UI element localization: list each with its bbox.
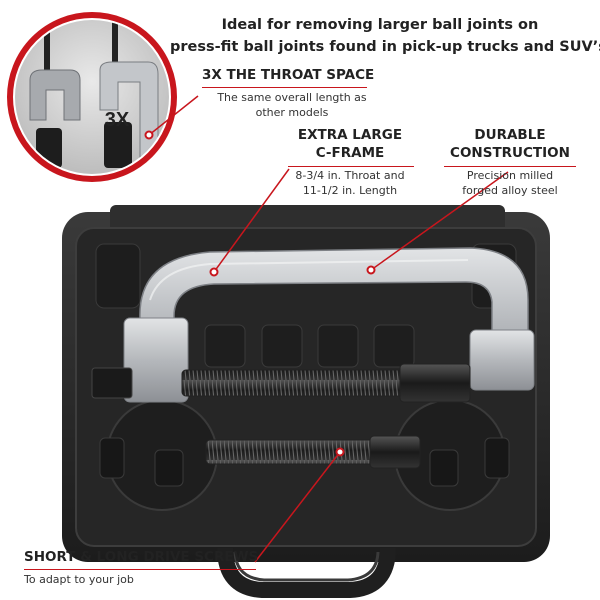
callout-throat: 3X THE THROAT SPACE The same overall len… (202, 66, 382, 120)
callout-cframe: EXTRA LARGE C-FRAME 8-3/4 in. Throat and… (280, 126, 420, 198)
callout-screws-desc: To adapt to your job (24, 573, 134, 586)
callout-throat-title: 3X THE THROAT SPACE (202, 67, 375, 83)
callout-durable-rule (444, 166, 576, 167)
carrying-case (62, 205, 550, 598)
callout-throat-rule (202, 87, 367, 88)
callout-throat-desc-1: The same overall length as (217, 91, 367, 104)
callout-durable: DURABLE CONSTRUCTION Precision milled fo… (440, 126, 580, 198)
callout-cframe-desc-1: 8-3/4 in. Throat and (295, 169, 405, 182)
short-drive-screw (205, 435, 421, 469)
callout-cframe-title-1: EXTRA LARGE (297, 127, 403, 143)
callout-screws: SHORT & LONG DRIVE SCREWS To adapt to yo… (24, 548, 274, 587)
callout-durable-desc-2: forged alloy steel (462, 184, 558, 197)
callout-screws-rule (24, 569, 256, 570)
callout-dots (144, 130, 376, 457)
callout-cframe-desc-2: 11-1/2 in. Length (302, 184, 398, 197)
callout-durable-title-2: CONSTRUCTION (450, 145, 570, 161)
headline-line-2: press-fit ball joints found in pick-up t… (170, 39, 600, 55)
headline-line-1: Ideal for removing larger ball joints on (221, 17, 539, 33)
headline: Ideal for removing larger ball joints on… (170, 14, 600, 58)
c-frame (123, 247, 535, 403)
callout-screws-title: SHORT & LONG DRIVE SCREWS (24, 549, 259, 565)
inset-badge: 3X (105, 109, 130, 131)
callout-throat-desc-2: other models (255, 106, 329, 119)
long-drive-screw (91, 363, 471, 403)
callout-leaders (148, 95, 509, 563)
callout-durable-title-1: DURABLE (474, 127, 546, 143)
callout-durable-desc-1: Precision milled (466, 169, 554, 182)
comparison-inset: 3X (6, 11, 178, 183)
callout-cframe-title-2: C-FRAME (315, 145, 385, 161)
callout-cframe-rule (288, 166, 414, 167)
